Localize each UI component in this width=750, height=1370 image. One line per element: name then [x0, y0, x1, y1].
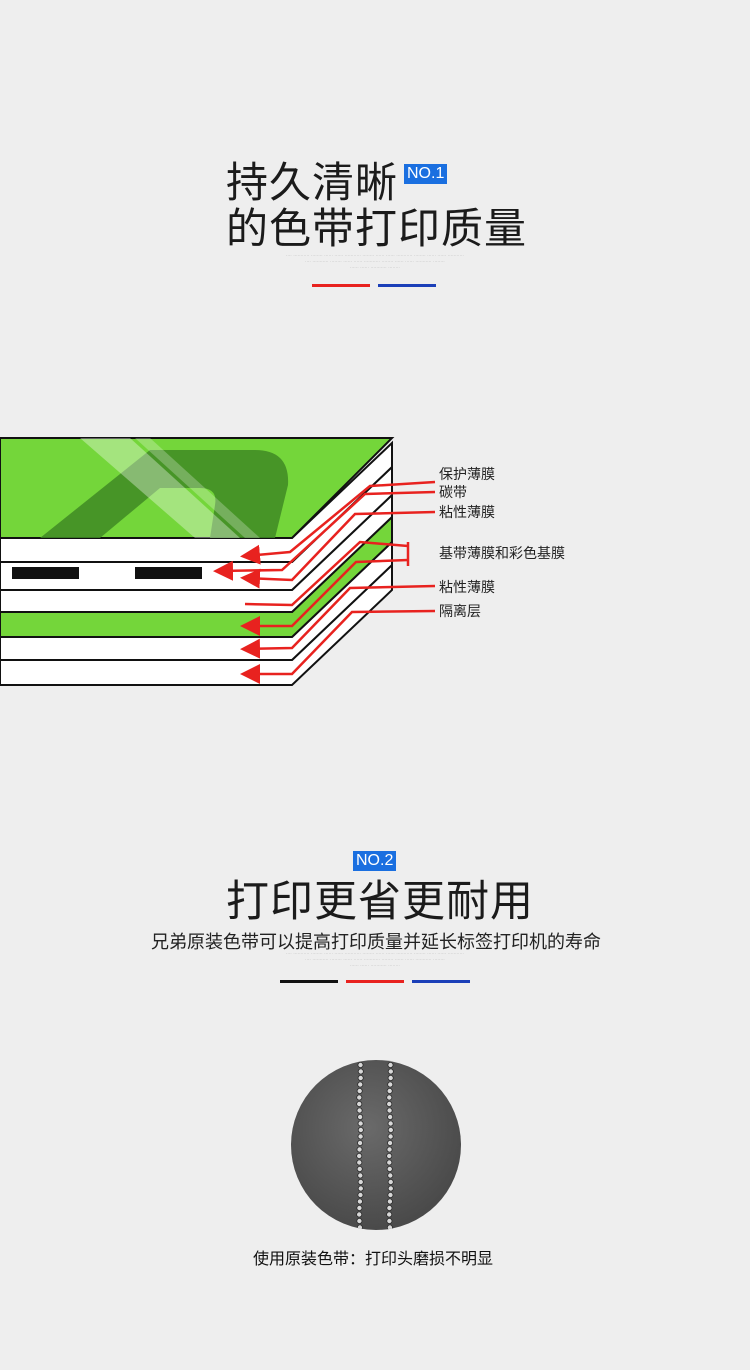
printhead-dot [386, 1224, 393, 1230]
printhead-closeup-image [291, 1060, 461, 1230]
ribbon-layer-diagram [0, 437, 436, 686]
layer-label-adhesive-film: 粘性薄膜 [439, 505, 495, 521]
printhead-dot [386, 1101, 393, 1108]
printhead-dot [357, 1140, 364, 1147]
printhead-dot [356, 1146, 363, 1153]
printhead-dot [387, 1081, 394, 1088]
printhead-dot [386, 1217, 393, 1224]
printhead-dot [357, 1127, 364, 1134]
printhead-dot [386, 1166, 393, 1173]
printhead-dot [387, 1191, 394, 1198]
printhead-dot [387, 1179, 394, 1186]
printhead-dot [387, 1068, 394, 1075]
printhead-dot [386, 1153, 393, 1160]
printhead-dot [357, 1062, 364, 1068]
printhead-dot [387, 1185, 394, 1192]
printhead-dot [356, 1166, 363, 1173]
printhead-dot [386, 1107, 393, 1114]
printhead-dot [357, 1081, 364, 1088]
printhead-dot [357, 1120, 364, 1127]
printhead-dot [357, 1179, 364, 1186]
printhead-dot [387, 1140, 394, 1147]
printhead-dot [357, 1074, 364, 1081]
layer-label-adhesive-film-2: 粘性薄膜 [439, 580, 495, 596]
printhead-dot [387, 1172, 394, 1179]
print-segment [135, 567, 202, 579]
printhead-dot [386, 1087, 393, 1094]
fine-print-decoration-2: ···· ··········· ········ ······ ······ … [285, 951, 465, 968]
printhead-dot [356, 1224, 363, 1230]
section1-title-line1: 持久清晰 [226, 158, 399, 207]
printhead-dot [386, 1159, 393, 1166]
blue-accent-bar-2 [412, 980, 470, 983]
section2-badge: NO.2 [353, 851, 397, 871]
printhead-dot [356, 1159, 363, 1166]
printhead-dot [386, 1198, 393, 1205]
red-accent-bar [312, 284, 370, 287]
printhead-dot [356, 1204, 363, 1211]
printhead-dot [357, 1191, 364, 1198]
section1-title-line2: 的色带打印质量 [226, 204, 528, 253]
printhead-dot [387, 1114, 394, 1121]
section1-badge: NO.1 [404, 164, 448, 184]
section2-title: 打印更省更耐用 [226, 877, 534, 927]
printhead-dot [357, 1114, 364, 1121]
printhead-dot [357, 1133, 364, 1140]
section2-subtitle: 兄弟原装色带可以提高打印质量并延长标签打印机的寿命 [151, 932, 601, 953]
printhead-dot [356, 1087, 363, 1094]
fine-print-decoration: ···· ··········· ········ ······ ······ … [285, 253, 465, 270]
blue-accent-bar [378, 284, 436, 287]
printhead-dot [387, 1062, 394, 1068]
black-accent-bar [280, 980, 338, 983]
printhead-dot [386, 1146, 393, 1153]
printhead-dot [356, 1153, 363, 1160]
printhead-dot [387, 1074, 394, 1081]
printhead-dot [357, 1172, 364, 1179]
layer-label-base-film: 基带薄膜和彩色基膜 [439, 546, 565, 562]
printhead-dot [357, 1068, 364, 1075]
printhead-dot [387, 1133, 394, 1140]
layer-label-protective-film: 保护薄膜 [439, 467, 495, 483]
top-green-layer [0, 437, 395, 539]
printhead-dot [356, 1211, 363, 1218]
print-segment [12, 567, 79, 579]
closeup-caption: 使用原装色带：打印头磨损不明显 [253, 1249, 494, 1268]
printhead-dot [356, 1217, 363, 1224]
red-accent-bar-2 [346, 980, 404, 983]
printhead-dot [386, 1094, 393, 1101]
printhead-dot [356, 1101, 363, 1108]
printhead-dot [387, 1127, 394, 1134]
printhead-dot [386, 1204, 393, 1211]
printhead-dot [386, 1211, 393, 1218]
printhead-dot [356, 1094, 363, 1101]
printhead-dot [356, 1198, 363, 1205]
printhead-dot [356, 1107, 363, 1114]
layer-label-release-layer: 隔离层 [439, 604, 481, 620]
printhead-dot [387, 1120, 394, 1127]
printhead-dot [357, 1185, 364, 1192]
layer-label-ribbon: 碳带 [439, 485, 467, 501]
